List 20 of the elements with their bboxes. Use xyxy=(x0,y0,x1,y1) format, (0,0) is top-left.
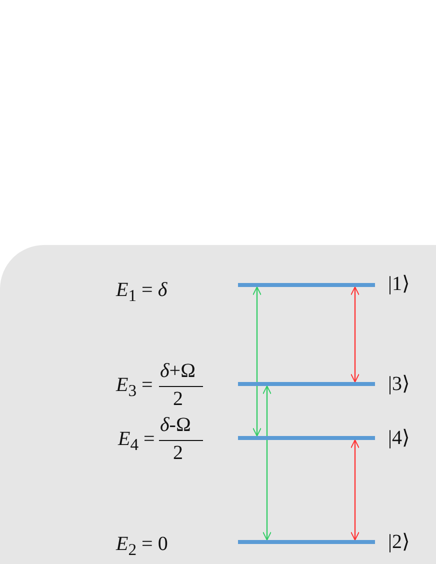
energy-formula: E$_{2}$ = 0 xyxy=(116,533,168,561)
fraction-denominator: 2 xyxy=(173,442,183,464)
state-ket: |4⟩ xyxy=(388,427,410,449)
energy-level-bar xyxy=(238,283,375,287)
state-ket: |1⟩ xyxy=(388,273,410,295)
fraction-numerator: δ+Ω xyxy=(160,360,196,382)
transition-arrow xyxy=(350,440,360,540)
energy-formula: E$_{3}$ = xyxy=(116,374,153,402)
transition-arrow xyxy=(252,286,262,436)
energy-level-bar xyxy=(238,436,375,440)
energy-formula: E$_{1}$ = δ xyxy=(116,279,168,307)
energy-formula: E$_{4}$ = xyxy=(118,428,155,456)
state-ket: |2⟩ xyxy=(388,531,410,553)
state-ket: |3⟩ xyxy=(388,373,410,395)
transition-arrow xyxy=(262,386,272,540)
fraction-numerator: δ-Ω xyxy=(160,414,191,436)
fraction-denominator: 2 xyxy=(173,388,183,410)
transition-arrow xyxy=(350,286,360,382)
energy-level-bar xyxy=(238,540,375,544)
energy-level-bar xyxy=(238,382,375,386)
